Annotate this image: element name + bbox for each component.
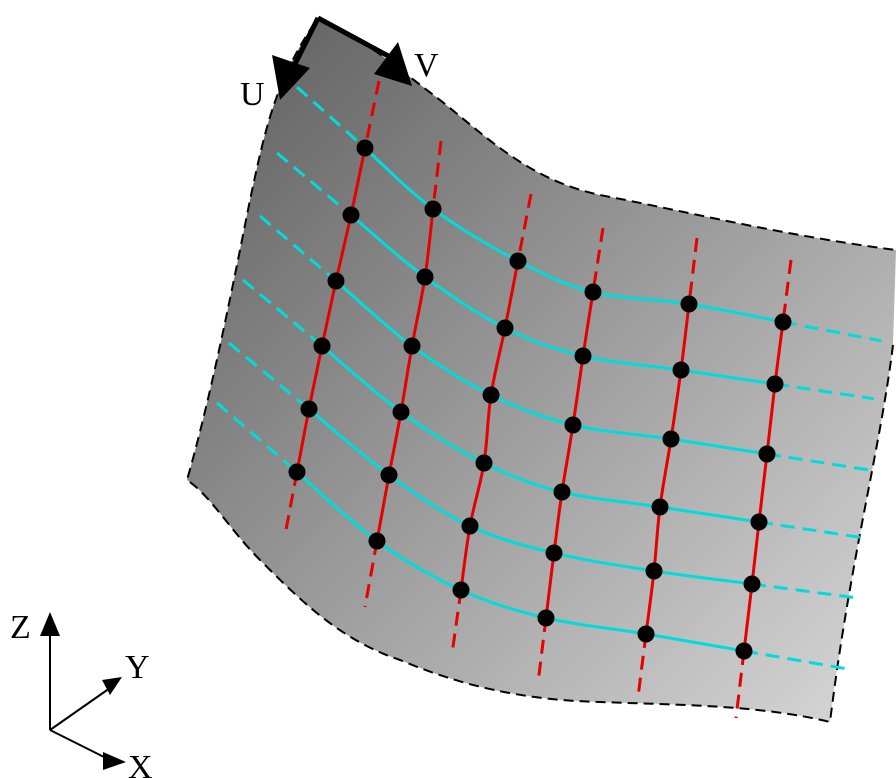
grid-point-1-2	[424, 200, 442, 218]
grid-point-6-4	[537, 609, 555, 627]
surface-patch	[187, 18, 896, 722]
u-curve-3-start-dash	[259, 214, 337, 283]
grid-point-4-4	[553, 483, 571, 501]
grid-point-3-5	[662, 430, 680, 448]
v-curve-5-end-dash	[636, 633, 648, 698]
grid-point-4-5	[651, 498, 669, 516]
v-curve-4-start-dash	[591, 227, 605, 293]
u-curve-1-end-dash	[782, 320, 882, 343]
grid-point-4-2	[392, 403, 410, 421]
u-curve-1	[363, 146, 784, 324]
coordinate-axes	[40, 612, 126, 770]
u-curve-3-end-dash	[766, 452, 869, 472]
v-curve-6-end-dash	[734, 650, 746, 719]
grid-point-4-3	[475, 454, 493, 472]
u-curve-4-end-dash	[758, 520, 864, 540]
v-curve-5-start-dash	[687, 237, 699, 305]
z-axis-label: Z	[10, 609, 31, 646]
u-label: U	[240, 76, 265, 113]
v-curve-3-start-dash	[516, 193, 533, 262]
grid-point-4-1	[313, 337, 331, 355]
v-direction-arrow	[316, 15, 412, 86]
v-curve-3-end-dash	[450, 589, 463, 655]
grid-point-3-2	[403, 337, 421, 355]
grid-point-3-3	[482, 386, 500, 404]
v-curve-2-end-dash	[363, 540, 379, 608]
grid-point-5-4	[545, 544, 563, 562]
grid-point-6-1	[288, 463, 306, 481]
grid-point-5-5	[645, 562, 663, 580]
grid-point-1-3	[509, 252, 527, 270]
grid-point-1-5	[680, 295, 698, 313]
u-curve-6-end-dash	[743, 649, 848, 671]
grid-point-3-1	[327, 272, 345, 290]
grid-point-2-6	[766, 375, 784, 393]
grid-point-5-2	[380, 466, 398, 484]
grid-point-2-1	[342, 206, 360, 224]
grid-point-5-3	[461, 517, 479, 535]
u-curve-2-end-dash	[774, 382, 874, 401]
grid-point-6-3	[452, 581, 470, 599]
v-curve-6-start-dash	[781, 259, 793, 323]
u-curve-3	[335, 279, 768, 456]
grid-point-1-6	[774, 313, 792, 331]
v-curve-2-start-dash	[431, 140, 443, 210]
grid-point-3-4	[564, 416, 582, 434]
grid-point-1-1	[356, 139, 374, 157]
x-axis-label: X	[128, 749, 153, 778]
grid-point-2-2	[416, 268, 434, 286]
y-axis-label: Y	[125, 649, 150, 686]
u-curve-6-start-dash	[216, 401, 298, 474]
grid-point-4-6	[750, 513, 768, 531]
grid-point-5-6	[743, 575, 761, 593]
u-curve-2	[350, 213, 776, 386]
control-points	[288, 139, 792, 660]
grid-point-6-5	[637, 625, 655, 643]
grid-point-2-5	[672, 361, 690, 379]
v-curve-1-end-dash	[283, 471, 299, 536]
grid-point-2-3	[496, 319, 514, 337]
grid-point-6-6	[735, 642, 753, 660]
u-curve-4	[321, 344, 760, 524]
u-curve-1-start-dash	[295, 85, 367, 150]
v-curve-1-start-dash	[363, 80, 381, 149]
u-curve-5-end-dash	[751, 582, 856, 600]
grid-point-3-6	[758, 445, 776, 463]
grid-point-5-1	[300, 400, 318, 418]
u-curve-5-start-dash	[228, 341, 310, 411]
grid-point-2-4	[574, 347, 592, 365]
u-curve-4-start-dash	[242, 278, 323, 348]
grid-point-1-4	[584, 283, 602, 301]
grid-point-6-2	[368, 532, 386, 550]
v-label: V	[414, 47, 439, 84]
u-direction-arrow	[272, 16, 321, 100]
u-curve-2-start-dash	[276, 151, 352, 217]
v-curve-4-end-dash	[536, 617, 548, 684]
